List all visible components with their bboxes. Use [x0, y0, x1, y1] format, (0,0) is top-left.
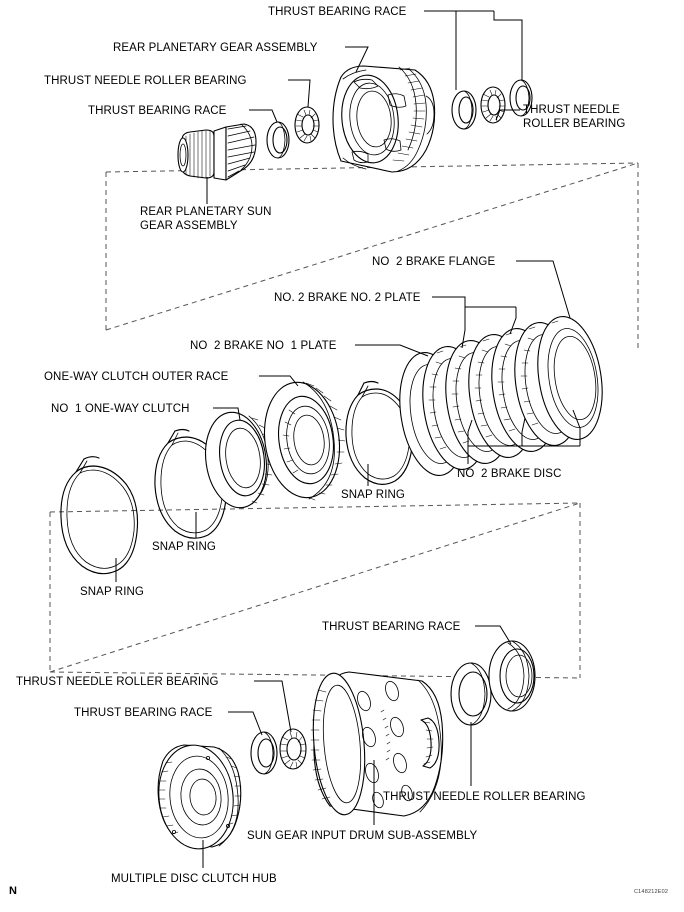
part-rear-planetary-sun-gear-assembly: [177, 123, 257, 181]
label-thrust-bearing-race-4: THRUST BEARING RACE: [74, 707, 213, 719]
label-no2-brake-no2-plate: NO. 2 BRAKE NO. 2 PLATE: [274, 292, 421, 304]
part-thrust-bearing-race-b: [451, 90, 477, 130]
part-rear-planetary-gear-assembly: [332, 65, 436, 173]
part-thrust-bearing-race-c: [509, 79, 533, 117]
label-one-way-clutch-outer-race: ONE-WAY CLUTCH OUTER RACE: [44, 371, 229, 383]
label-thrust-bearing-race-2: THRUST BEARING RACE: [88, 105, 227, 117]
label-no2-brake-disc: NO 2 BRAKE DISC: [457, 468, 562, 480]
part-thrust-bearing-race-a: [266, 121, 290, 159]
label-thrust-needle-roller-bearing-3: THRUST NEEDLE ROLLER BEARING: [16, 676, 219, 688]
label-no2-brake-flange: NO 2 BRAKE FLANGE: [372, 256, 496, 268]
part-thrust-needle-roller-bearing-a: [294, 106, 320, 144]
label-snap-ring-1: SNAP RING: [80, 586, 144, 598]
label-snap-ring-3: SNAP RING: [341, 489, 405, 501]
label-no1-one-way-clutch: NO 1 ONE-WAY CLUTCH: [51, 403, 190, 415]
label-thrust-bearing-race-top: THRUST BEARING RACE: [268, 6, 407, 18]
part-snap-ring-mid: [154, 428, 228, 539]
page-marker: N: [9, 885, 17, 897]
part-thrust-bearing-race-d: [250, 731, 278, 775]
part-one-way-clutch-outer-race: [263, 381, 346, 501]
part-multiple-disc-clutch-hub: [157, 744, 242, 850]
label-rear-planetary-gear-assembly: REAR PLANETARY GEAR ASSEMBLY: [113, 42, 318, 54]
part-no2-brake-plate-stack: [399, 316, 603, 476]
label-thrust-needle-roller-bearing-4: THRUST NEEDLE ROLLER BEARING: [383, 791, 586, 803]
dashed-frame-upper: [105, 162, 639, 348]
part-snap-ring-outer: [60, 456, 139, 575]
label-no2-brake-no1-plate: NO 2 BRAKE NO 1 PLATE: [190, 340, 337, 352]
label-thrust-needle-roller-bearing-1: THRUST NEEDLE ROLLER BEARING: [44, 75, 247, 87]
part-sun-gear-input-drum-sub-assembly: [310, 671, 444, 817]
part-snap-ring-inner: [345, 380, 414, 485]
part-thrust-bearing-race-e: [488, 640, 536, 712]
figure-code: C148212E02: [634, 889, 669, 895]
part-thrust-needle-roller-bearing-b: [480, 86, 506, 124]
part-thrust-needle-roller-bearing-e: [450, 662, 492, 726]
label-rear-planetary-sun-gear-assembly: REAR PLANETARY SUN GEAR ASSEMBLY: [140, 206, 272, 232]
part-thrust-needle-roller-bearing-d: [279, 728, 307, 770]
leader-lines: [115, 10, 581, 868]
label-thrust-bearing-race-3: THRUST BEARING RACE: [322, 621, 461, 633]
label-snap-ring-2: SNAP RING: [152, 541, 216, 553]
part-no1-one-way-clutch: [205, 411, 275, 509]
label-thrust-needle-roller-bearing-2: THRUST NEEDLE ROLLER BEARING: [523, 104, 626, 130]
label-multiple-disc-clutch-hub: MULTIPLE DISC CLUTCH HUB: [111, 873, 277, 885]
label-sun-gear-input-drum-sub-assembly: SUN GEAR INPUT DRUM SUB-ASSEMBLY: [247, 830, 478, 842]
